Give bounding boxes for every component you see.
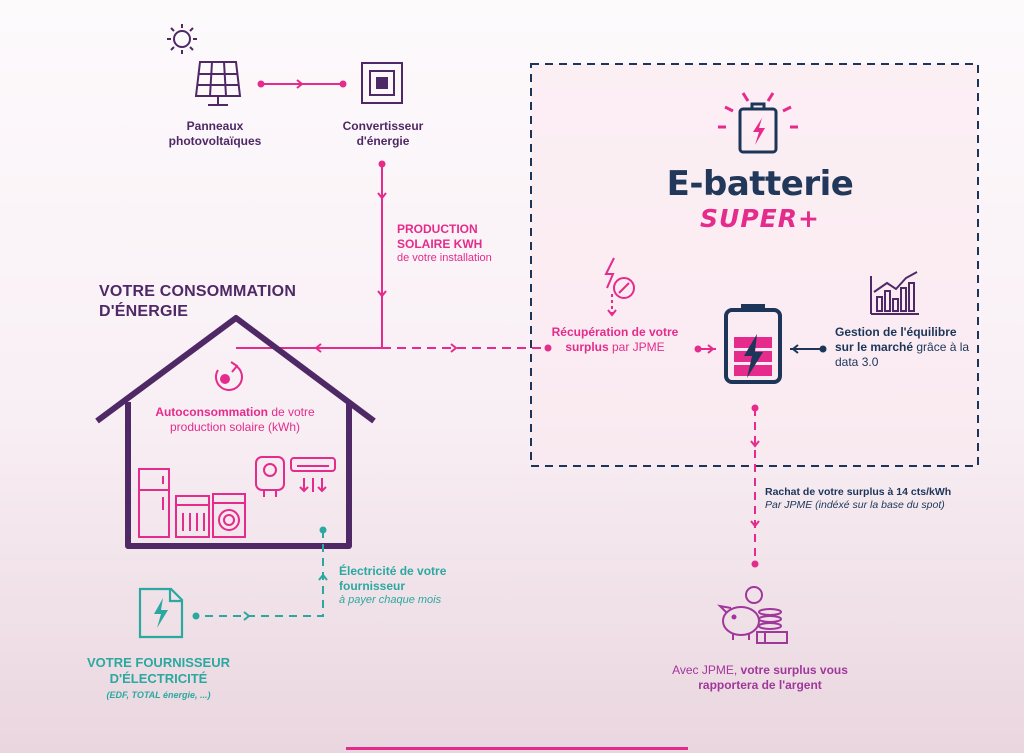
production-label: PRODUCTION SOLAIRE KWH de votre installa… [397,222,527,266]
brand-subtitle: SUPER+ [700,204,820,233]
consumption-title: VOTRE CONSOMMATION D'ÉNERGIE [99,283,297,320]
fridge-icon [138,468,170,538]
production-subtitle: de votre installation [397,252,492,264]
dishwasher-icon [175,495,210,538]
buyback-line2: Par JPME (indéxé sur la base du spot) [765,499,945,512]
e-batterie-logo-icon [718,92,798,154]
autoconsumption-label: Autoconsommation de votre production sol… [140,405,330,435]
buyback-line1: Rachat de votre surplus à 14 cts/kWh [765,486,952,498]
autoconsumption-bold: Autoconsommation [155,405,268,419]
surplus-flow-arrow [382,343,552,353]
market-chart-icon [870,271,919,315]
supplier-electricity-title: Électricité de votre fournisseur [339,564,447,593]
revenue-label: Avec JPME, votre surplus vous rapportera… [655,663,865,693]
solar-cycle-icon [215,361,243,391]
converter-icon [361,62,403,104]
central-battery-icon [724,304,782,384]
buyback-flow-line [750,404,760,568]
recovery-to-battery-link [694,344,716,354]
sun-icon [167,24,197,54]
recovery-bold: surplus [565,340,609,354]
market-bold1: Gestion de l'équilibre [835,325,957,339]
market-to-battery-link [790,344,827,354]
water-heater-icon [255,456,285,497]
panels-label: Panneaux photovoltaïques [168,119,262,148]
brand-title: E-batterie [666,164,854,204]
solar-panel-icon [194,61,242,106]
autoconsumption-rest: de votre production solaire (kWh) [169,405,315,434]
market-bold2: sur le marché [835,340,914,354]
air-conditioner-icon [290,457,336,493]
supplier-electricity-sub: à payer chaque mois [339,594,442,606]
supplier-flow-line [192,526,328,621]
production-flow-line [236,160,387,353]
recovery-line1: Récupération de votre [551,325,679,339]
market-label: Gestion de l'équilibre sur le marché grâ… [835,325,985,370]
buyback-label: Rachat de votre surplus à 14 cts/kWh Par… [765,486,1005,512]
bottom-accent-bar [346,747,688,750]
washing-machine-icon [212,493,246,538]
piggy-bank-icon [717,586,788,644]
percent-recovery-icon [604,257,635,317]
supplier-examples: (EDF, TOTAL énergie, ...) [106,690,211,700]
supplier-electricity-label: Électricité de votre fournisseur à payer… [339,564,464,608]
market-rest: grâce à la data 3.0 [835,340,970,369]
revenue-prefix: Avec JPME, [672,663,741,677]
supplier-title: VOTRE FOURNISSEUR D'ÉLECTRICITÉ [86,655,230,687]
recovery-label: Récupération de votre surplus par JPME [540,325,690,355]
panels-to-converter-arrow [257,79,347,89]
recovery-rest: par JPME [608,340,665,354]
house-outline [95,315,376,549]
revenue-bold: votre surplus vous rapportera de l'argen… [698,663,848,692]
production-title: PRODUCTION SOLAIRE KWH [397,222,483,251]
electricity-document-icon [138,587,184,639]
converter-label: Convertisseur d'énergie [342,119,424,148]
